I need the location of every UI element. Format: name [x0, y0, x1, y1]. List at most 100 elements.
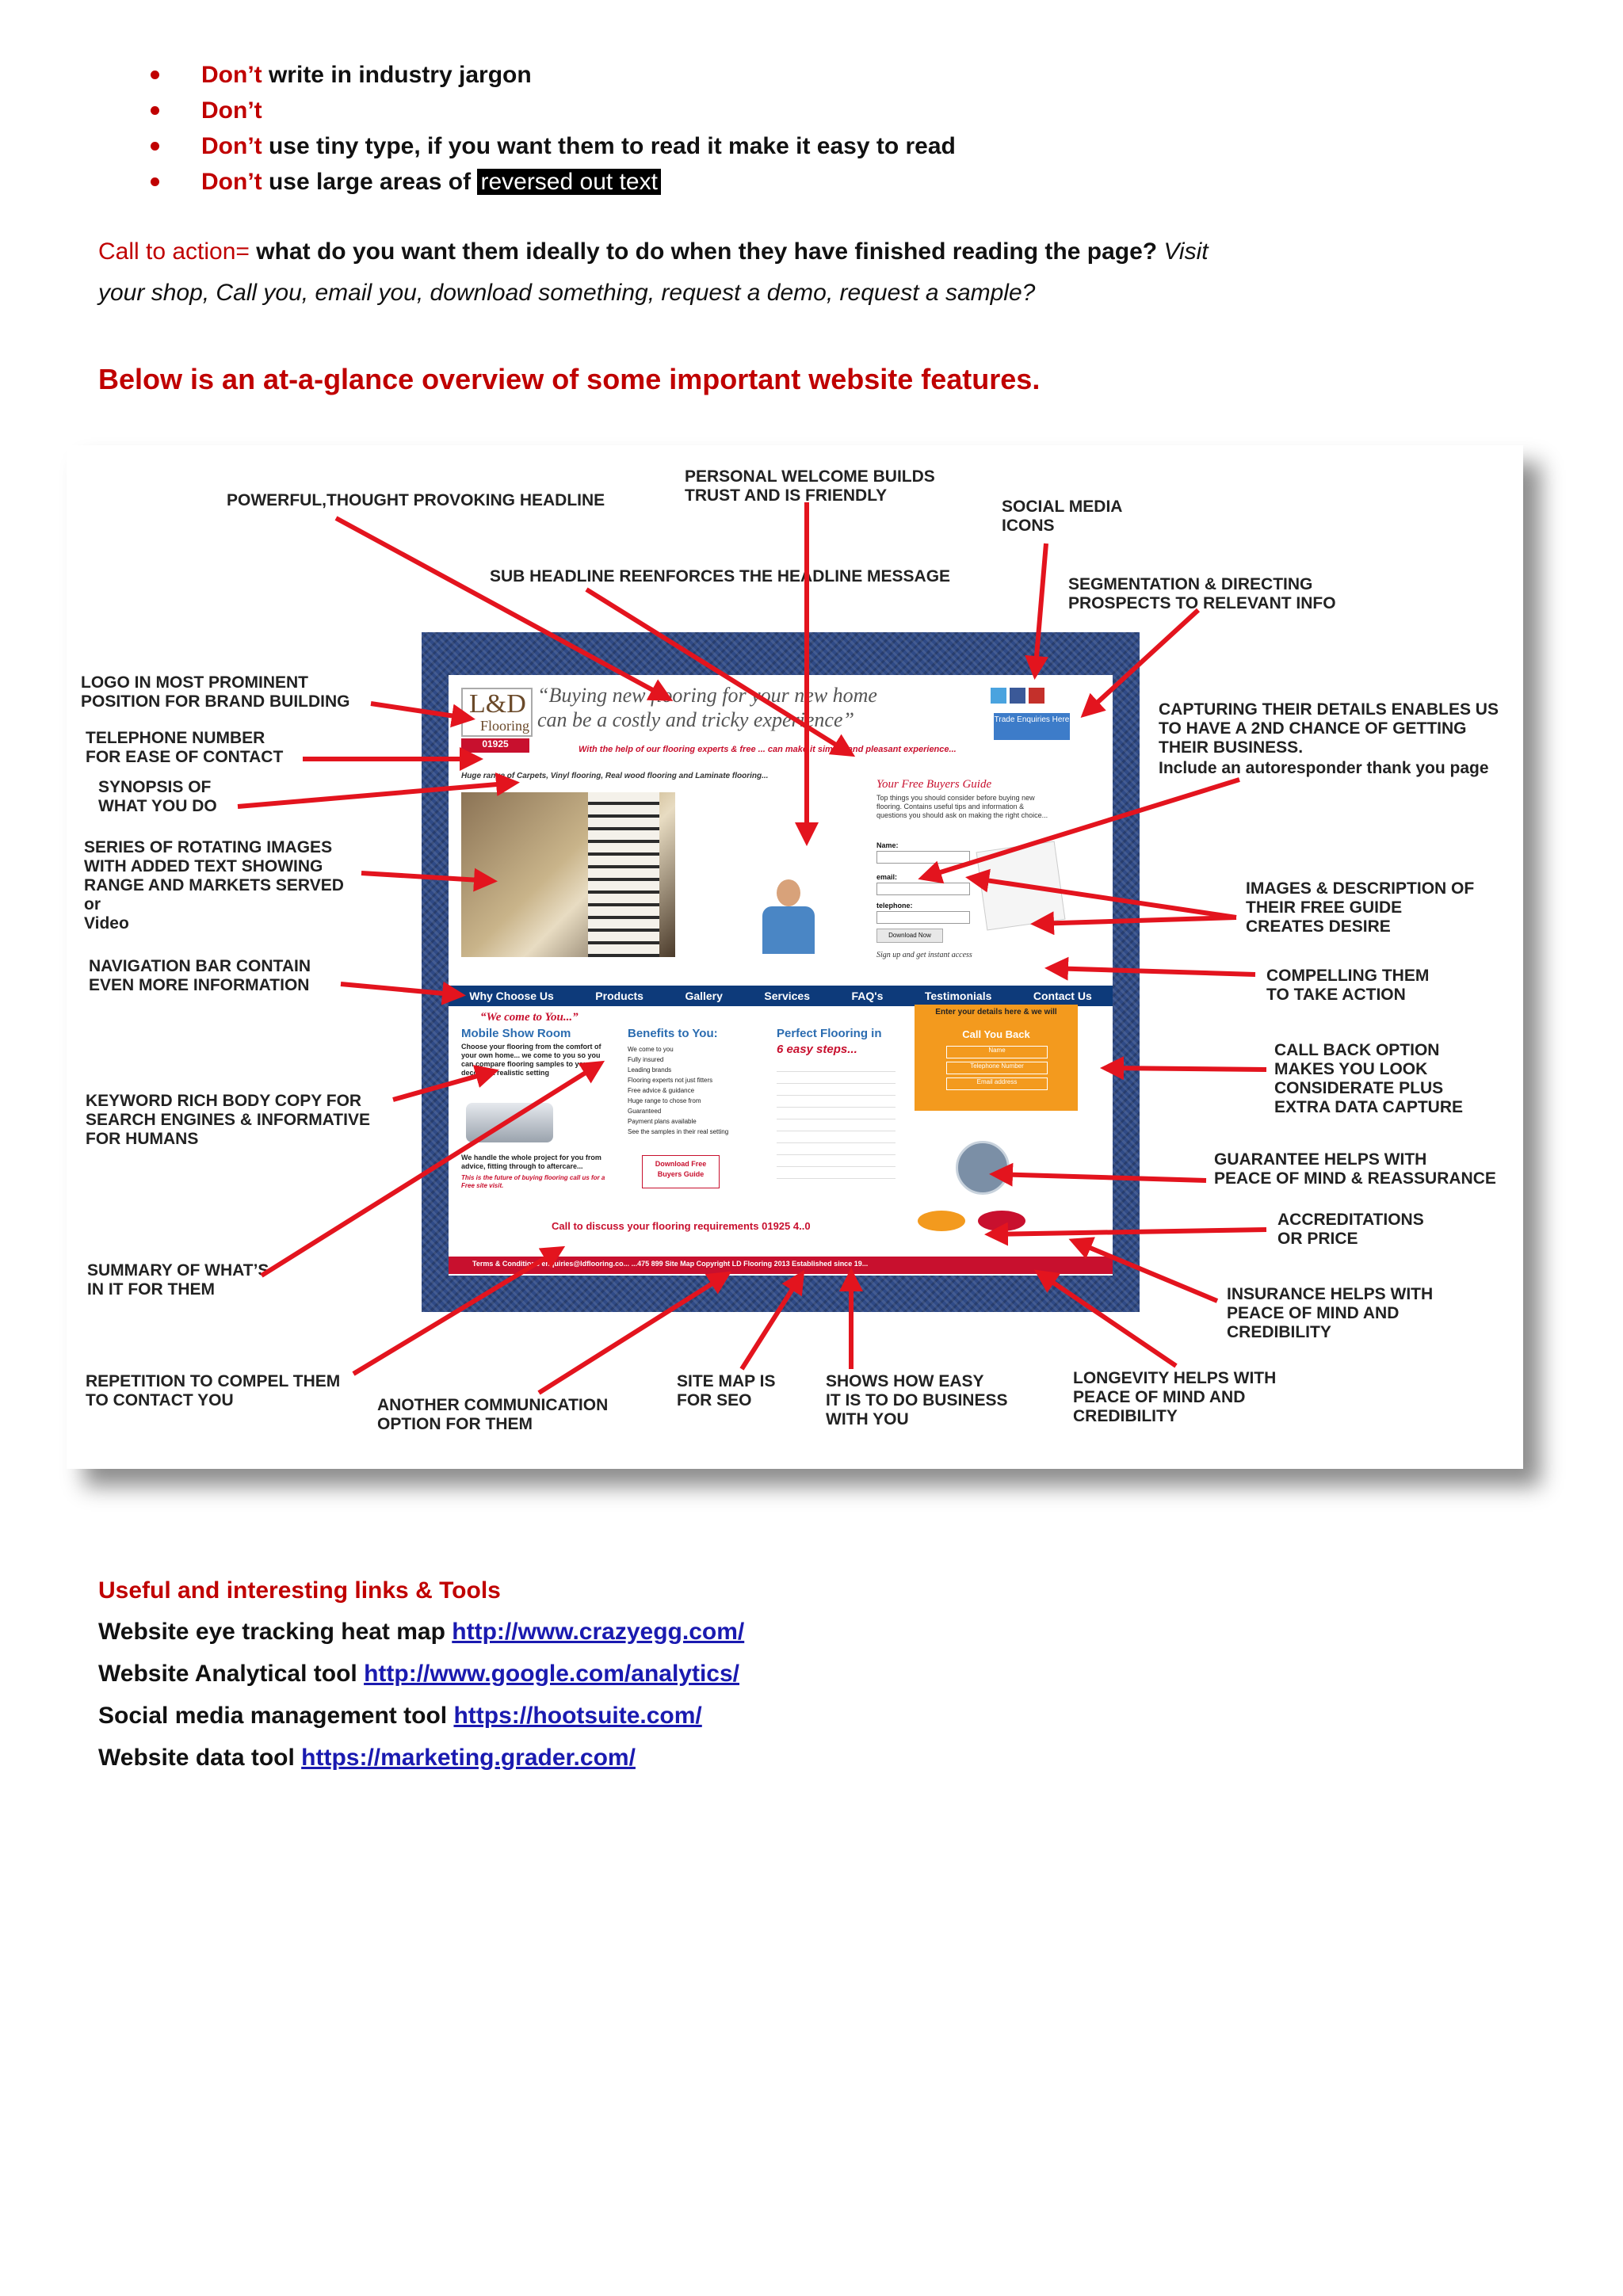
- link-label: Website data tool: [98, 1745, 302, 1771]
- footer-text: Terms & Conditions enquiries@ldflooring.…: [472, 1260, 869, 1268]
- accreditation-badge-icon: [918, 1211, 965, 1231]
- list-item: We come to you: [628, 1046, 674, 1053]
- site-footer: Terms & Conditions enquiries@ldflooring.…: [449, 1257, 1113, 1274]
- nav-item[interactable]: Gallery: [685, 990, 723, 1002]
- label-social: SOCIAL MEDIA ICONS: [1002, 498, 1123, 535]
- name-label: Name:: [876, 841, 899, 849]
- emphasis: Don’t: [201, 169, 262, 195]
- logo-text: L&D: [469, 689, 526, 719]
- list-item: Payment plans available: [628, 1118, 697, 1125]
- dont-list: Don’t write in industry jargon Don’t Don…: [151, 57, 956, 200]
- cta-label: Call to action=: [98, 238, 250, 265]
- guide-booklet-image: [976, 841, 1066, 931]
- label-guarantee: GUARANTEE HELPS WITH PEACE OF MIND & REA…: [1214, 1150, 1496, 1188]
- label-rotating: SERIES OF ROTATING IMAGES WITH ADDED TEX…: [84, 838, 344, 933]
- nav-item[interactable]: Contact Us: [1033, 990, 1092, 1002]
- name-field[interactable]: [876, 851, 970, 864]
- col2-list: We come to you Fully insured Leading bra…: [628, 1044, 762, 1137]
- nav-item[interactable]: Services: [764, 990, 810, 1002]
- label-subheadline: SUB HEADLINE REENFORCES THE HEADLINE MES…: [490, 567, 951, 585]
- label-navigation: NAVIGATION BAR CONTAIN EVEN MORE INFORMA…: [89, 957, 311, 994]
- phone-field[interactable]: [876, 911, 970, 924]
- link-label: Website eye tracking heat map: [98, 1619, 453, 1645]
- callback-box: Enter your details here & we will Call Y…: [915, 1005, 1078, 1111]
- nav-item[interactable]: FAQ's: [851, 990, 884, 1002]
- list-item: Don’t: [151, 93, 956, 128]
- download-button[interactable]: Download Now: [876, 929, 943, 943]
- col3-steps: 6 easy steps...: [777, 1043, 857, 1056]
- col1-text2: We handle the whole project for you from…: [461, 1154, 601, 1170]
- list-item: See the samples in their real setting: [628, 1128, 729, 1135]
- site-phone: 01925: [461, 738, 529, 753]
- steps-list: [777, 1060, 896, 1179]
- twitter-icon[interactable]: [991, 688, 1006, 704]
- link-row: Website Analytical tool http://www.googl…: [98, 1658, 739, 1689]
- callback-phone-field[interactable]: Telephone Number: [946, 1062, 1048, 1074]
- signup-text: Sign up and get instant access: [876, 951, 972, 959]
- callback-title: Enter your details here & we will: [935, 1008, 1057, 1016]
- emphasis: Don’t: [201, 62, 262, 88]
- label-logo: LOGO IN MOST PROMINENT POSITION FOR BRAN…: [81, 673, 350, 711]
- list-item: Don’t use tiny type, if you want them to…: [151, 128, 956, 164]
- site-logo: L&D Flooring: [461, 688, 533, 737]
- site-welcome: “We come to You...”: [480, 1011, 579, 1024]
- list-text: write in industry jargon: [262, 62, 532, 88]
- callback-name-field[interactable]: Name: [946, 1046, 1048, 1058]
- links-title: Useful and interesting links & Tools: [98, 1577, 501, 1604]
- rotating-image: [461, 792, 675, 957]
- list-text: use large areas of: [262, 169, 478, 195]
- list-item: Flooring experts not just fitters: [628, 1077, 713, 1084]
- phone-label: telephone:: [876, 902, 913, 910]
- label-insurance: INSURANCE HELPS WITH PEACE OF MIND AND C…: [1227, 1285, 1434, 1341]
- cta-examples: Visit: [1157, 238, 1209, 265]
- callback-button[interactable]: Call You Back: [962, 1028, 1030, 1040]
- link-row: Website eye tracking heat map http://www…: [98, 1616, 744, 1647]
- link-label: Social media management tool: [98, 1703, 454, 1729]
- guide-text: Top things you should consider before bu…: [876, 794, 1048, 819]
- emphasis: Don’t: [201, 133, 262, 159]
- label-welcome: PERSONAL WELCOME BUILDS TRUST AND IS FRI…: [685, 467, 935, 505]
- nav-item[interactable]: Why Choose Us: [469, 990, 554, 1002]
- label-callback: CALL BACK OPTION MAKES YOU LOOK CONSIDER…: [1274, 1041, 1463, 1116]
- link-label: Website Analytical tool: [98, 1661, 365, 1687]
- list-item: Don’t write in industry jargon: [151, 57, 956, 93]
- call-line: Call to discuss your flooring requiremen…: [552, 1220, 811, 1232]
- grader-link[interactable]: https://marketing.grader.com/: [301, 1745, 636, 1771]
- annotated-website-figure: L&D Flooring 01925 “Buying new flooring …: [67, 445, 1523, 1469]
- label-headline: POWERFUL,THOUGHT PROVOKING HEADLINE: [227, 491, 605, 509]
- label-sitemap: SITE MAP IS FOR SEO: [677, 1372, 776, 1409]
- analytics-link[interactable]: http://www.google.com/analytics/: [364, 1661, 740, 1687]
- list-item: Free advice & guidance: [628, 1087, 695, 1094]
- nav-item[interactable]: Testimonials: [924, 990, 992, 1002]
- list-text: use tiny type, if you want them to read …: [262, 133, 956, 159]
- col3-title: Perfect Flooring in: [777, 1027, 882, 1040]
- guarantee-badge-icon: [956, 1141, 1010, 1195]
- label-telephone: TELEPHONE NUMBER FOR EASE OF CONTACT: [86, 729, 284, 766]
- label-repetition: REPETITION TO COMPEL THEM TO CONTACT YOU: [86, 1372, 341, 1409]
- welcome-letter: [702, 792, 797, 879]
- col1-text: Choose your flooring from the comfort of…: [461, 1043, 601, 1077]
- youtube-icon[interactable]: [1029, 688, 1044, 704]
- bullet-icon: [151, 106, 159, 115]
- nav-item[interactable]: Products: [595, 990, 643, 1002]
- cta-question: what do you want them ideally to do when…: [249, 238, 1158, 265]
- trade-enquiries-button[interactable]: Trade Enquiries Here: [994, 713, 1070, 740]
- email-label: email:: [876, 873, 898, 881]
- label-accreditations: ACCREDITATIONS OR PRICE: [1277, 1211, 1424, 1248]
- nav-bar: Why Choose Us Products Gallery Services …: [449, 986, 1113, 1006]
- reversed-text-example: reversed out text: [477, 169, 661, 195]
- callback-email-field[interactable]: Email address: [946, 1077, 1048, 1090]
- col1-italic: This is the future of buying flooring ca…: [461, 1174, 605, 1189]
- link-row: Website data tool https://marketing.grad…: [98, 1742, 636, 1773]
- label-autoresponder: Include an autoresponder thank you page: [1159, 759, 1489, 777]
- download-guide-button[interactable]: Download Free Buyers Guide: [642, 1155, 720, 1188]
- email-field[interactable]: [876, 883, 970, 895]
- facebook-icon[interactable]: [1010, 688, 1025, 704]
- list-item: Fully insured: [628, 1056, 664, 1063]
- list-item: Don’t use large areas of reversed out te…: [151, 164, 956, 200]
- section-heading: Below is an at-a-glance overview of some…: [98, 363, 1041, 395]
- bullet-icon: [151, 142, 159, 151]
- crazyegg-link[interactable]: http://www.crazyegg.com/: [452, 1619, 745, 1645]
- cta-examples-line: your shop, Call you, email you, download…: [98, 280, 1036, 306]
- hootsuite-link[interactable]: https://hootsuite.com/: [453, 1703, 702, 1729]
